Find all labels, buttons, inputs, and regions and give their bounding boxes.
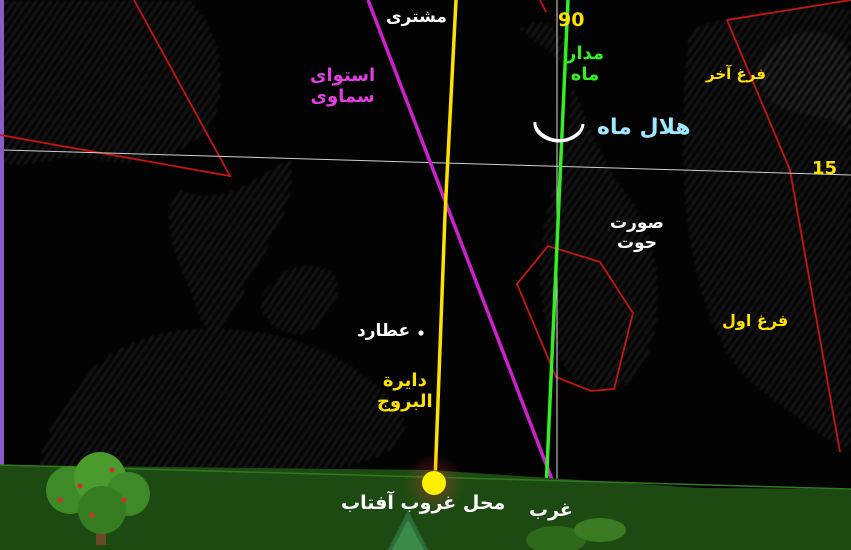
sun-disk-icon bbox=[422, 471, 446, 495]
ecliptic-label: دایرة البروج bbox=[377, 370, 433, 412]
constellation-artwork bbox=[0, 0, 851, 470]
mercury-label: عطارد bbox=[357, 321, 411, 341]
jupiter-label: مشتری bbox=[386, 7, 447, 27]
crescent-moon-icon bbox=[533, 121, 585, 143]
monster-head-art bbox=[0, 0, 221, 165]
crescent-moon-label: هلال ماه bbox=[597, 115, 691, 140]
pisces-label: صورت حوت bbox=[610, 213, 664, 253]
constellation-outlines bbox=[0, 0, 851, 453]
ecliptic-line bbox=[433, 0, 458, 483]
altitude-15-label: 15 bbox=[812, 158, 838, 179]
outline-right-2 bbox=[726, 19, 841, 453]
fish-right-art bbox=[682, 6, 851, 450]
first-fish-label: فرغ اول bbox=[722, 311, 789, 330]
altitude-90-label: 90 bbox=[558, 9, 585, 31]
window-edge bbox=[0, 0, 4, 550]
monster-neck-art bbox=[169, 160, 292, 331]
mercury-dot-icon bbox=[418, 330, 424, 336]
outline-right bbox=[726, 0, 851, 21]
monster-fin-art bbox=[260, 265, 339, 335]
sunset-point-label: محل غروب آفتاب bbox=[341, 492, 506, 514]
west-label: غرب bbox=[529, 499, 573, 521]
outline-pisces-body bbox=[515, 244, 634, 392]
altitude-15-line bbox=[3, 149, 851, 176]
celestial-equator-label: استوای سماوی bbox=[310, 65, 376, 107]
bush-icon bbox=[526, 518, 626, 550]
celestial-equator-line bbox=[366, 0, 558, 491]
outline-left bbox=[0, 0, 232, 178]
outline-top-tick bbox=[539, 0, 547, 13]
moon-orbit-line bbox=[544, 0, 570, 491]
pine-tree-icon bbox=[388, 510, 428, 550]
tree-icon bbox=[46, 452, 150, 545]
monster-body-art bbox=[40, 328, 406, 470]
moon-orbit-label: مدار ماه bbox=[566, 43, 605, 85]
ram-art bbox=[758, 31, 851, 130]
second-fish-label: فرغ آخر bbox=[706, 65, 766, 83]
